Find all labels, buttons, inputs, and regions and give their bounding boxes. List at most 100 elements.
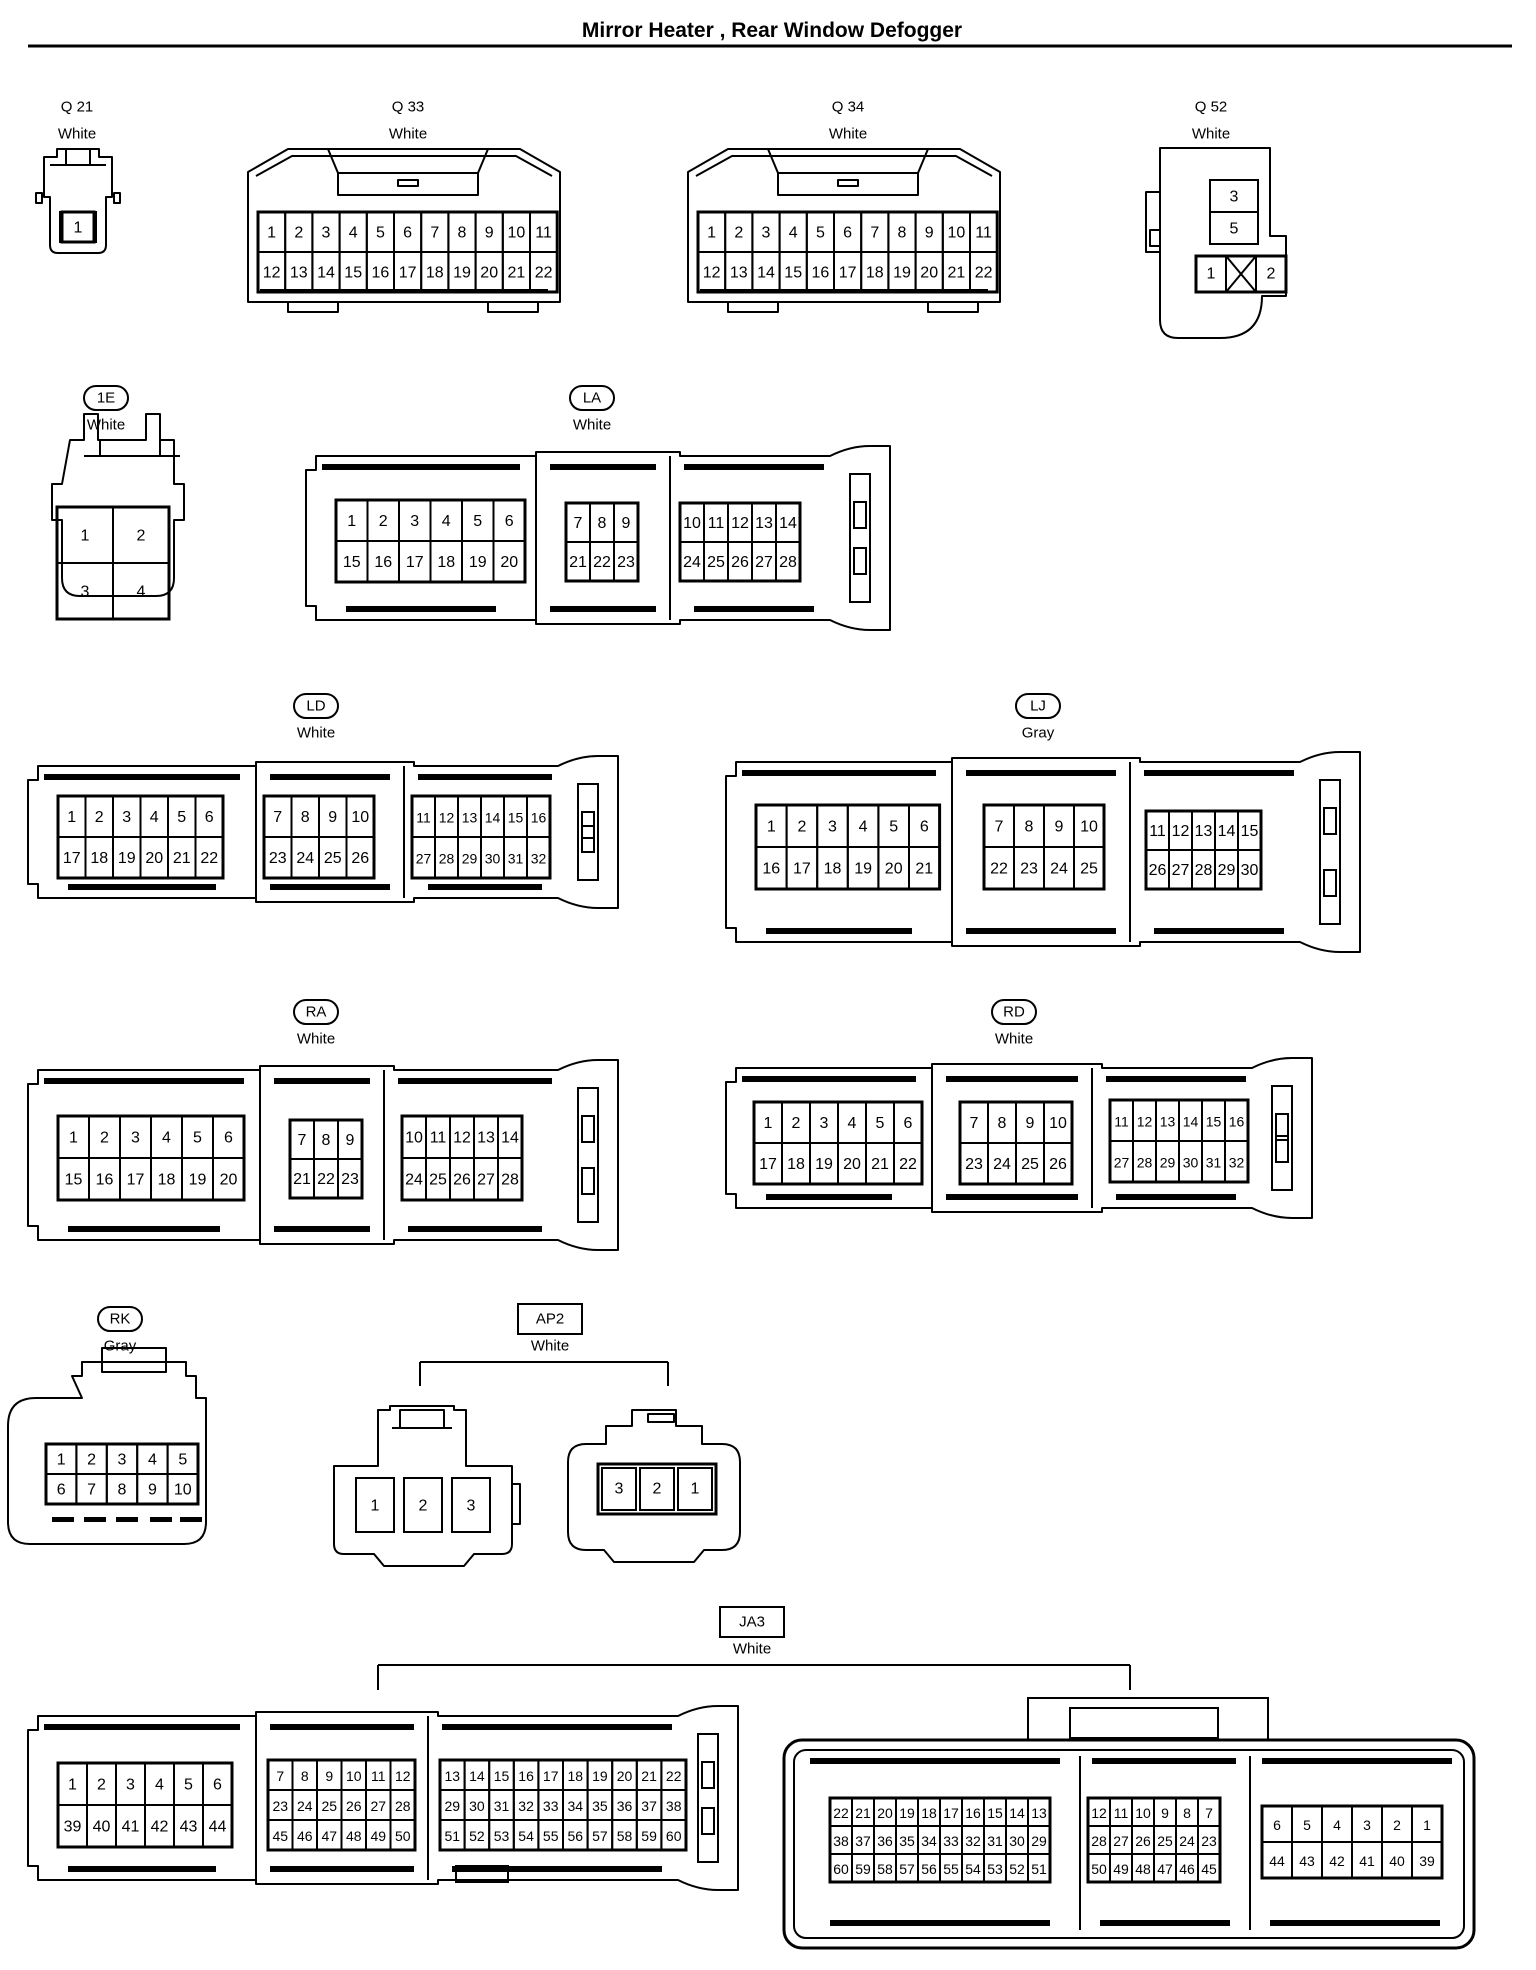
pin-label: 13 bbox=[290, 265, 308, 282]
latch-bar bbox=[550, 606, 656, 612]
pin-label: 30 bbox=[1183, 1155, 1199, 1171]
pin-label: 9 bbox=[325, 1768, 333, 1784]
pin-group-outline bbox=[1260, 1804, 1444, 1880]
housing-outline bbox=[101, 1361, 167, 1373]
pin-label: 8 bbox=[301, 1768, 309, 1784]
pin-label: 10 bbox=[1049, 1115, 1067, 1132]
pin-label: 9 bbox=[328, 809, 337, 826]
pin-label: 22 bbox=[200, 850, 218, 867]
pin-label: 25 bbox=[324, 850, 342, 867]
pin-group-outline bbox=[1144, 809, 1263, 891]
pin-label: 4 bbox=[148, 1452, 157, 1469]
pin-label: 27 bbox=[370, 1798, 386, 1814]
pin-label: 15 bbox=[784, 265, 802, 282]
latch-bar bbox=[1100, 1920, 1230, 1926]
pin-label: 16 bbox=[372, 265, 390, 282]
pin-label: 10 bbox=[508, 225, 526, 242]
latch-bar bbox=[68, 884, 216, 890]
pin-label: 42 bbox=[1329, 1853, 1345, 1869]
pin-label: 1 bbox=[767, 819, 776, 836]
housing-outline bbox=[777, 172, 919, 196]
pin-label: 6 bbox=[205, 809, 214, 826]
latch-bar bbox=[44, 1724, 240, 1730]
pin-label: 4 bbox=[137, 584, 146, 601]
connector-id-oval bbox=[293, 693, 339, 719]
pin-label: 12 bbox=[439, 810, 455, 826]
pin-label: 30 bbox=[469, 1798, 485, 1814]
latch-bar bbox=[270, 774, 390, 780]
pin-label: 47 bbox=[1157, 1861, 1173, 1877]
side-latch-slot bbox=[581, 1115, 595, 1143]
latch-bar bbox=[946, 1076, 1078, 1082]
pin-label: 16 bbox=[531, 810, 547, 826]
pin-label: 7 bbox=[574, 515, 583, 532]
pin-label: 3 bbox=[118, 1452, 127, 1469]
pin-label: 26 bbox=[1135, 1833, 1151, 1849]
side-latch bbox=[849, 473, 871, 603]
pin-group-outline bbox=[982, 803, 1106, 891]
pin-label: 3 bbox=[126, 1777, 135, 1794]
pin-label: 5 bbox=[889, 819, 898, 836]
latch-bar bbox=[766, 928, 912, 934]
pin-label: 1 bbox=[764, 1115, 773, 1132]
pin-label: 30 bbox=[1241, 862, 1259, 879]
pin-label: 18 bbox=[426, 265, 444, 282]
pin-cell bbox=[677, 1467, 713, 1511]
latch-bar bbox=[274, 1226, 370, 1232]
pin-label: 8 bbox=[118, 1482, 127, 1499]
pin-label: 25 bbox=[1157, 1833, 1173, 1849]
pin-label: 5 bbox=[177, 809, 186, 826]
latch-bar bbox=[68, 1866, 216, 1872]
pin-label: 21 bbox=[948, 265, 966, 282]
pin-label: 1 bbox=[1207, 266, 1216, 283]
pin-label: 14 bbox=[485, 810, 501, 826]
pin-label: 8 bbox=[1183, 1805, 1191, 1821]
pin-label: 49 bbox=[1113, 1861, 1129, 1877]
pin-label: 29 bbox=[1218, 862, 1236, 879]
pin-label: 4 bbox=[789, 225, 798, 242]
connector-color: Gray bbox=[1022, 725, 1055, 742]
pin-label: 17 bbox=[793, 861, 811, 878]
pin-label: 6 bbox=[1273, 1817, 1281, 1833]
latch-bar bbox=[270, 1724, 414, 1730]
pin-label: 3 bbox=[122, 809, 131, 826]
pin-label: 10 bbox=[683, 515, 701, 532]
connector-color: White bbox=[995, 1031, 1033, 1048]
housing-outline bbox=[567, 1409, 741, 1563]
page-title: Mirror Heater , Rear Window Defogger bbox=[582, 19, 962, 42]
pin-label: 7 bbox=[276, 1768, 284, 1784]
pin-label: 15 bbox=[343, 554, 361, 571]
pin-label: 3 bbox=[615, 1481, 624, 1498]
housing-outline bbox=[7, 1347, 207, 1545]
pin-label: 21 bbox=[915, 861, 933, 878]
housing-outline bbox=[84, 440, 180, 457]
pin-label: 26 bbox=[1149, 862, 1167, 879]
pin-label: 5 bbox=[1230, 221, 1239, 238]
pin-group-outline bbox=[288, 1118, 364, 1200]
connector-id-box bbox=[719, 1606, 785, 1638]
pin-label: 24 bbox=[1179, 1833, 1195, 1849]
pin-label: 31 bbox=[987, 1833, 1003, 1849]
pin-label: 23 bbox=[269, 850, 287, 867]
pin-label: 26 bbox=[346, 1798, 362, 1814]
connector-id: Q 21 bbox=[61, 99, 94, 116]
pin-label: 11 bbox=[1114, 1114, 1129, 1130]
side-latch-slot bbox=[581, 1167, 595, 1195]
housing-outline bbox=[255, 155, 553, 177]
connector-id: RA bbox=[306, 1004, 327, 1021]
housing-outline bbox=[27, 1705, 739, 1891]
connector-id: LA bbox=[583, 390, 601, 407]
pin-label: 48 bbox=[1135, 1861, 1151, 1877]
housing-outline bbox=[392, 1409, 452, 1429]
pin-label: 4 bbox=[1333, 1817, 1341, 1833]
latch-bar bbox=[684, 464, 824, 470]
pin-label: 14 bbox=[501, 1130, 519, 1147]
housing-outline bbox=[511, 1483, 521, 1525]
pin-label: 6 bbox=[213, 1777, 222, 1794]
pin-label: 35 bbox=[899, 1833, 915, 1849]
pin-group-outline bbox=[56, 1761, 234, 1849]
